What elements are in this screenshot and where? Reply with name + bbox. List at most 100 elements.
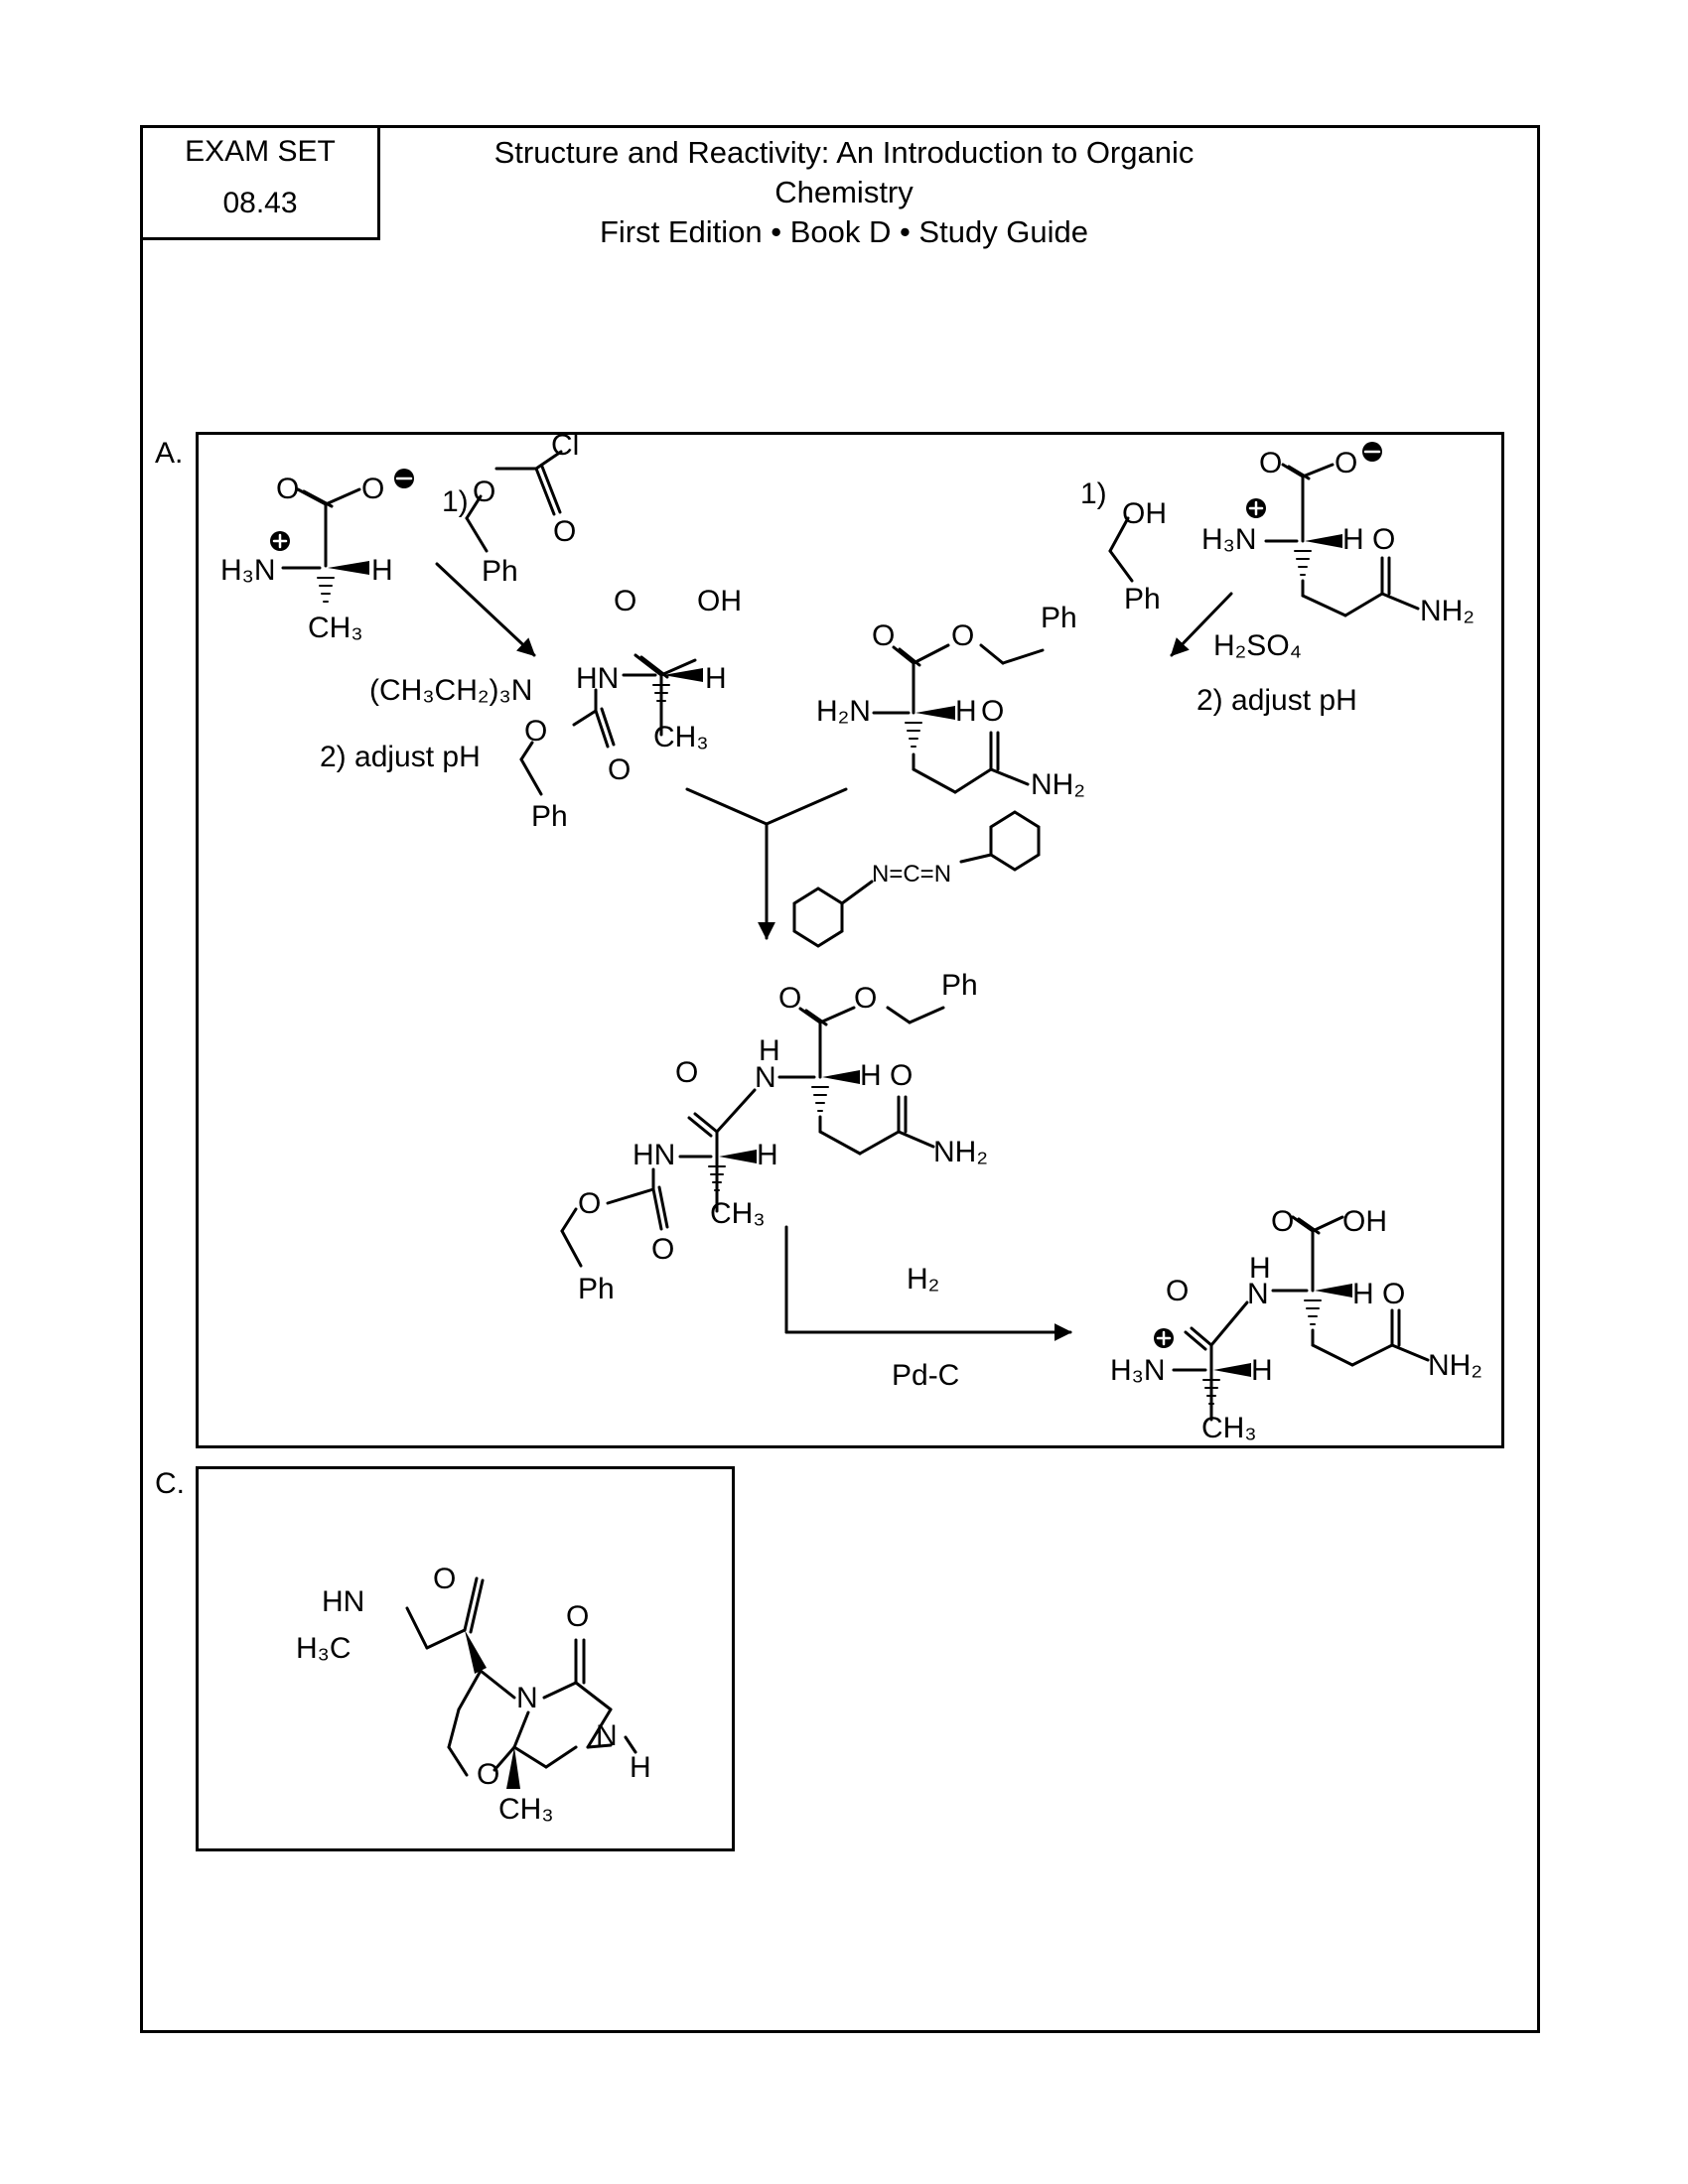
atom-label: H [705, 662, 727, 695]
atom-label: OH [697, 585, 742, 617]
product-dipeptide-structure: O OH H N H O NH₂ O H₃N H CH₃ [1110, 1205, 1482, 1444]
protected-dipeptide-structure: O O Ph O H N H O NH₂ HN H CH₃ O O Ph [560, 969, 988, 1305]
reagent-sulfuric-acid: H₂SO₄ [1213, 629, 1302, 662]
atom-label: OH [1342, 1205, 1387, 1238]
atom-label: O [1382, 1278, 1405, 1310]
step-number: 1) [1080, 478, 1107, 510]
reagent-dcc-label: N=C=N [872, 861, 951, 887]
atom-label: N [755, 1061, 776, 1094]
header-subtitle: First Edition • Book D • Study Guide [599, 214, 1089, 249]
atom-label: O [1271, 1205, 1294, 1238]
plus-charge-icon [1246, 498, 1266, 518]
atom-label: CH₃ [653, 721, 709, 753]
atom-label: O [1335, 447, 1357, 479]
atom-label: O [890, 1059, 913, 1092]
benzyl-alcohol-structure: 1) OH Ph [1080, 478, 1167, 615]
section-a-label: A. [155, 437, 184, 470]
plus-charge-icon [1154, 1328, 1174, 1348]
atom-label: O [1166, 1275, 1189, 1307]
benzyl-chloroformate-structure: 1) O Cl O Ph [442, 429, 579, 588]
section-a-panel [196, 432, 1504, 1448]
atom-label: Ph [578, 1273, 615, 1305]
atom-label: O [473, 476, 495, 508]
atom-label: Ph [941, 969, 978, 1002]
atom-label: H [1249, 1252, 1271, 1285]
atom-label: O [477, 1758, 499, 1791]
exam-set-box: EXAM SET 08.43 [140, 125, 380, 240]
atom-label: O [675, 1056, 698, 1089]
atom-label: HN [633, 1139, 675, 1171]
atom-label: NH₂ [1428, 1349, 1482, 1382]
atom-label: H₂N [816, 695, 871, 728]
atom-label: CH₃ [1201, 1412, 1257, 1444]
atom-label: N [516, 1682, 538, 1714]
atom-label: H [1251, 1354, 1273, 1387]
atom-label: Ph [531, 800, 568, 833]
bicyclic-structure: HN O H₃C O N O N H CH₃ [296, 1563, 651, 1826]
atom-label: CH₃ [308, 612, 363, 644]
atom-label: H [955, 695, 977, 728]
atom-label: Cl [551, 429, 579, 462]
header-title: Structure and Reactivity: An Introductio… [493, 135, 1195, 209]
atom-label: OH [1122, 497, 1167, 530]
condition-adjust-ph: 2) adjust pH [1196, 684, 1357, 717]
atom-label: NH₂ [1420, 595, 1475, 627]
alanine-structure: O O H₃N H CH₃ [220, 469, 414, 644]
atom-label: O [276, 473, 299, 505]
atom-label: O [614, 585, 636, 617]
atom-label: H [630, 1751, 651, 1784]
atom-label: H₃C [296, 1632, 352, 1665]
atom-label: O [433, 1563, 456, 1595]
atom-label: Ph [1041, 602, 1077, 634]
atom-label: H [1342, 523, 1364, 556]
reaction-arrow [1170, 592, 1233, 657]
step-number: 1) [442, 485, 469, 518]
glutamine-benzyl-ester-structure: O O Ph H₂N H O NH₂ [816, 602, 1085, 801]
dcc-structure: N=C=N [792, 810, 1041, 948]
coupling-arrow [685, 787, 848, 940]
atom-label: N [596, 1719, 618, 1752]
atom-label: O [608, 753, 631, 786]
atom-label: H [1352, 1278, 1374, 1310]
atom-label: CH₃ [498, 1793, 554, 1826]
reagent-triethylamine: (CH₃CH₂)₃N [369, 674, 532, 707]
reagent-hydrogen: H₂ [907, 1263, 939, 1296]
atom-label: O [1259, 447, 1282, 479]
atom-label: NH₂ [933, 1136, 988, 1168]
atom-label: H [759, 1034, 780, 1067]
atom-label: HN [322, 1585, 364, 1618]
atom-label: H [757, 1139, 778, 1171]
atom-label: H₃N [220, 554, 276, 587]
exam-set-number: 08.43 [222, 187, 298, 219]
atom-label: H [860, 1059, 882, 1092]
cbz-alanine-structure: O OH HN H CH₃ O O Ph [519, 585, 742, 833]
atom-label: O [951, 619, 974, 652]
exam-set-title: EXAM SET [185, 135, 336, 168]
glutamine-structure: O O H₃N H O NH₂ [1201, 442, 1475, 627]
atom-label: H₃N [1201, 523, 1257, 556]
atom-label: Ph [1124, 583, 1161, 615]
atom-label: O [361, 473, 384, 505]
atom-label: H [371, 554, 393, 587]
atom-label: O [651, 1233, 674, 1266]
section-c-label: C. [155, 1467, 185, 1500]
atom-label: O [872, 619, 895, 652]
atom-label: H₃N [1110, 1354, 1166, 1387]
atom-label: O [1372, 523, 1395, 556]
atom-label: O [854, 982, 877, 1015]
section-c-panel [196, 1466, 735, 1851]
atom-label: Ph [482, 555, 518, 588]
minus-charge-icon [394, 469, 414, 488]
page-frame [140, 125, 1540, 2033]
hydrogenation-arrow [784, 1225, 1072, 1341]
atom-label: O [566, 1600, 589, 1633]
atom-label: HN [576, 662, 619, 695]
reaction-arrow [435, 562, 536, 657]
condition-adjust-ph: 2) adjust pH [320, 741, 481, 773]
atom-label: O [778, 982, 801, 1015]
atom-label: NH₂ [1031, 768, 1085, 801]
atom-label: N [1247, 1278, 1269, 1310]
atom-label: O [578, 1187, 601, 1220]
atom-label: O [524, 715, 547, 748]
